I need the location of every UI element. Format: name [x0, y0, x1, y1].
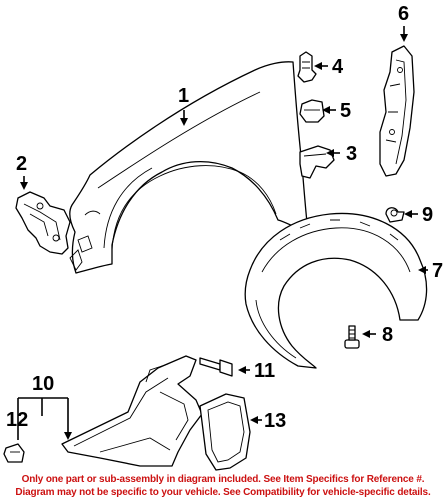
callout-8: 8: [382, 324, 393, 346]
leader-lines: [17, 26, 428, 440]
callout-6: 6: [398, 3, 409, 25]
callout-3: 3: [346, 143, 357, 165]
disclaimer-line-1: Only one part or sub-assembly in diagram…: [21, 474, 425, 485]
fender-liner-part: [244, 212, 428, 369]
clip-part: [3, 443, 25, 463]
bracket-part: [15, 191, 71, 255]
callout-11: 11: [254, 360, 275, 382]
pad-part: [299, 99, 325, 123]
splash-shield-part: [379, 45, 415, 177]
access-panel-part: [199, 393, 251, 471]
stud-clip-part: [297, 51, 317, 83]
callout-7: 7: [432, 260, 443, 282]
insulator-part: [299, 145, 335, 179]
callout-10: 10: [32, 373, 54, 395]
bolt-part: [344, 325, 360, 349]
bolt-11-part: [199, 357, 233, 377]
callout-4: 4: [332, 56, 344, 78]
disclaimer-line-2: Diagram may not be specific to your vehi…: [15, 487, 431, 498]
callout-2: 2: [16, 153, 27, 175]
fender-part: [69, 61, 309, 274]
callout-12: 12: [6, 409, 28, 431]
lower-shield-part: [61, 355, 203, 467]
retainer-part: [385, 207, 405, 223]
callout-9: 9: [422, 204, 433, 226]
callout-1: 1: [178, 85, 189, 107]
callout-13: 13: [264, 410, 286, 432]
callout-5: 5: [340, 100, 351, 122]
footer-disclaimer: Only one part or sub-assembly in diagram…: [0, 473, 446, 500]
